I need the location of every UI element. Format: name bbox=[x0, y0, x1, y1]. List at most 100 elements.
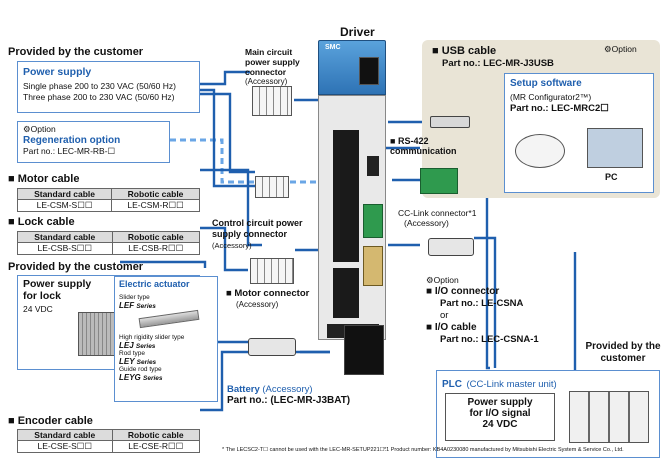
plc-power-box: Power supply for I/O signal 24 VDC bbox=[445, 393, 555, 441]
driver-title: Driver bbox=[340, 25, 375, 39]
io-block: ⚙Option ■ I/O connector Part no.: LE-CSN… bbox=[426, 274, 539, 346]
setup-software-title: Setup software bbox=[510, 78, 582, 89]
actuator-item-3: LEY Series bbox=[119, 357, 213, 366]
actuator-item-2-model: LEJ bbox=[119, 341, 134, 350]
plc-title: PLC bbox=[442, 379, 462, 390]
power-supply-box: Power supply Single phase 200 to 230 VAC… bbox=[17, 61, 200, 113]
setup-software-box: Setup software (MR Configurator2™) Part … bbox=[504, 73, 654, 193]
usb-title: ■ USB cable bbox=[432, 45, 496, 57]
cc-link-title: CC-Link connector*1 bbox=[398, 208, 477, 218]
actuator-slider-image bbox=[138, 309, 200, 329]
battery-title: Battery bbox=[227, 384, 260, 395]
regeneration-option-label: Option bbox=[30, 124, 56, 134]
terminal-block-upper bbox=[333, 130, 359, 262]
actuator-item-4-model: LEYG bbox=[119, 373, 141, 382]
encoder-cable-standard-part: LE-CSE-S☐☐ bbox=[17, 440, 113, 453]
rs422-square-icon: ■ bbox=[390, 136, 396, 146]
lock-cable-header-robotic: Robotic cable bbox=[111, 231, 201, 243]
io-connector-title: ■ I/O connector bbox=[426, 286, 539, 298]
encoder-cable-robotic-part: LE-CSE-R☐☐ bbox=[111, 440, 201, 453]
power-supply-title: Power supply bbox=[23, 66, 92, 78]
customer-top-heading: Provided by the customer bbox=[8, 46, 144, 58]
lock-cable-title-text: Lock cable bbox=[17, 216, 75, 228]
encoder-connector bbox=[248, 338, 296, 356]
power-supply-line-2: Three phase 200 to 230 VAC (50/60 Hz) bbox=[23, 92, 175, 102]
plc-title-row: PLC (CC-Link master unit) bbox=[442, 374, 654, 392]
battery-label: Battery (Accessory) Part no.: (LEC-MR-J3… bbox=[227, 384, 350, 406]
battery-title-row: Battery (Accessory) bbox=[227, 384, 350, 395]
regeneration-title: Regeneration option bbox=[23, 135, 121, 146]
motor-cable-standard-part: LE-CSM-S☐☐ bbox=[16, 199, 113, 212]
regeneration-option-box: ⚙Option Regeneration option Part no.: LE… bbox=[17, 121, 170, 163]
gear-icon-io: ⚙ bbox=[426, 275, 434, 285]
lock-cable-standard-part: LE-CSB-S☐☐ bbox=[17, 242, 113, 255]
customer-right-heading: Provided by the customer bbox=[585, 341, 661, 364]
usb-cable-plug bbox=[430, 116, 470, 128]
setup-software-part: Part no.: LEC-MRC2☐ bbox=[510, 103, 609, 114]
main-circuit-title: Main circuit power supply connector bbox=[245, 47, 300, 77]
lock-cable-header-standard: Standard cable bbox=[17, 231, 113, 243]
lock-cable-title: ■ Lock cable bbox=[8, 216, 75, 228]
plc-box: PLC (CC-Link master unit) Power supply f… bbox=[436, 370, 660, 458]
actuator-item-1-type: Slider type bbox=[119, 294, 150, 301]
plc-subtitle: (CC-Link master unit) bbox=[466, 379, 557, 390]
footnote-right: *1 Product number: KB4A0230080 manufactu… bbox=[384, 447, 624, 453]
io-connector-part bbox=[428, 238, 474, 256]
control-circuit-label: Control circuit power supply connector (… bbox=[212, 218, 304, 251]
motor-connector-label: ■ Motor connector (Accessory) bbox=[226, 288, 309, 310]
io-port bbox=[363, 246, 383, 286]
io-or: or bbox=[440, 310, 449, 321]
io-option-label: Option bbox=[433, 275, 459, 285]
usb-option-tag: ⚙Option bbox=[604, 44, 637, 55]
motor-connector-square-icon: ■ bbox=[226, 288, 232, 299]
encoder-cable-header-standard: Standard cable bbox=[17, 429, 113, 441]
io-connector-title-text: I/O connector bbox=[434, 286, 500, 297]
usb-port bbox=[367, 156, 379, 176]
setup-software-name: (MR Configurator2™) bbox=[510, 92, 592, 102]
io-connector-square-icon: ■ bbox=[426, 286, 433, 297]
actuator-item-2-type: High rigidity slider type bbox=[119, 334, 185, 341]
actuator-item-1: LEF Series bbox=[119, 301, 213, 310]
motor-connector-title: ■ Motor connector bbox=[226, 288, 309, 299]
lock-power-voltage: 24 VDC bbox=[23, 304, 53, 314]
footnote-left: * The LECSC2-T☐ cannot be used with the … bbox=[222, 447, 387, 453]
encoder-cable-title: ■ Encoder cable bbox=[8, 415, 93, 427]
actuator-item-3-model: LEY bbox=[119, 357, 135, 366]
main-circuit-sub: (Accessory) bbox=[245, 77, 288, 86]
lock-cable-square-icon: ■ bbox=[8, 216, 15, 228]
usb-square-icon: ■ bbox=[432, 45, 439, 57]
actuator-title: Electric actuator bbox=[119, 279, 190, 289]
regeneration-option-tag: ⚙Option bbox=[23, 124, 164, 135]
lock-power-line-1: Power supply bbox=[23, 278, 92, 290]
plc-power-line-2: for I/O signal bbox=[469, 408, 531, 419]
main-circuit-connector bbox=[252, 86, 292, 116]
lock-cable-robotic-part: LE-CSB-R☐☐ bbox=[111, 242, 201, 255]
actuator-item-2-suffix: Series bbox=[135, 343, 156, 350]
main-circuit-label: Main circuit power supply connector (Acc… bbox=[245, 47, 317, 87]
io-connector-part-no: Part no.: LE-CSNA bbox=[440, 298, 524, 309]
actuator-item-1-model: LEF bbox=[119, 301, 135, 310]
usb-option-label: Option bbox=[611, 44, 637, 54]
regeneration-part: Part no.: LEC-MR-RB-☐ bbox=[23, 146, 116, 156]
pc-label: PC bbox=[605, 172, 618, 182]
rs422-label: ■ RS-422 communication bbox=[390, 136, 457, 156]
cc-link-sub: (Accessory) bbox=[404, 218, 449, 228]
lock-power-line-2: for lock bbox=[23, 290, 61, 302]
motor-cable-title-text: Motor cable bbox=[17, 173, 80, 185]
motor-connector-sub: (Accessory) bbox=[236, 300, 279, 309]
encoder-cable-square-icon: ■ bbox=[8, 415, 15, 427]
actuator-item-4-suffix: Series bbox=[143, 375, 163, 382]
gear-icon-usb: ⚙ bbox=[604, 44, 612, 54]
io-cable-part-no: Part no.: LEC-CSNA-1 bbox=[440, 334, 539, 345]
terminal-block-lower bbox=[333, 268, 359, 318]
io-cable-square-icon: ■ bbox=[426, 322, 433, 333]
usb-title-text: USB cable bbox=[441, 45, 497, 57]
actuator-box: Electric actuator Slider type LEF Series… bbox=[114, 276, 218, 402]
plc-unit-image bbox=[569, 391, 649, 443]
control-circuit-connector bbox=[255, 176, 289, 198]
plc-power-line-1: Power supply bbox=[467, 397, 533, 408]
motor-connector-part bbox=[250, 258, 294, 284]
cc-link-label: CC-Link connector*1 (Accessory) bbox=[398, 208, 476, 228]
